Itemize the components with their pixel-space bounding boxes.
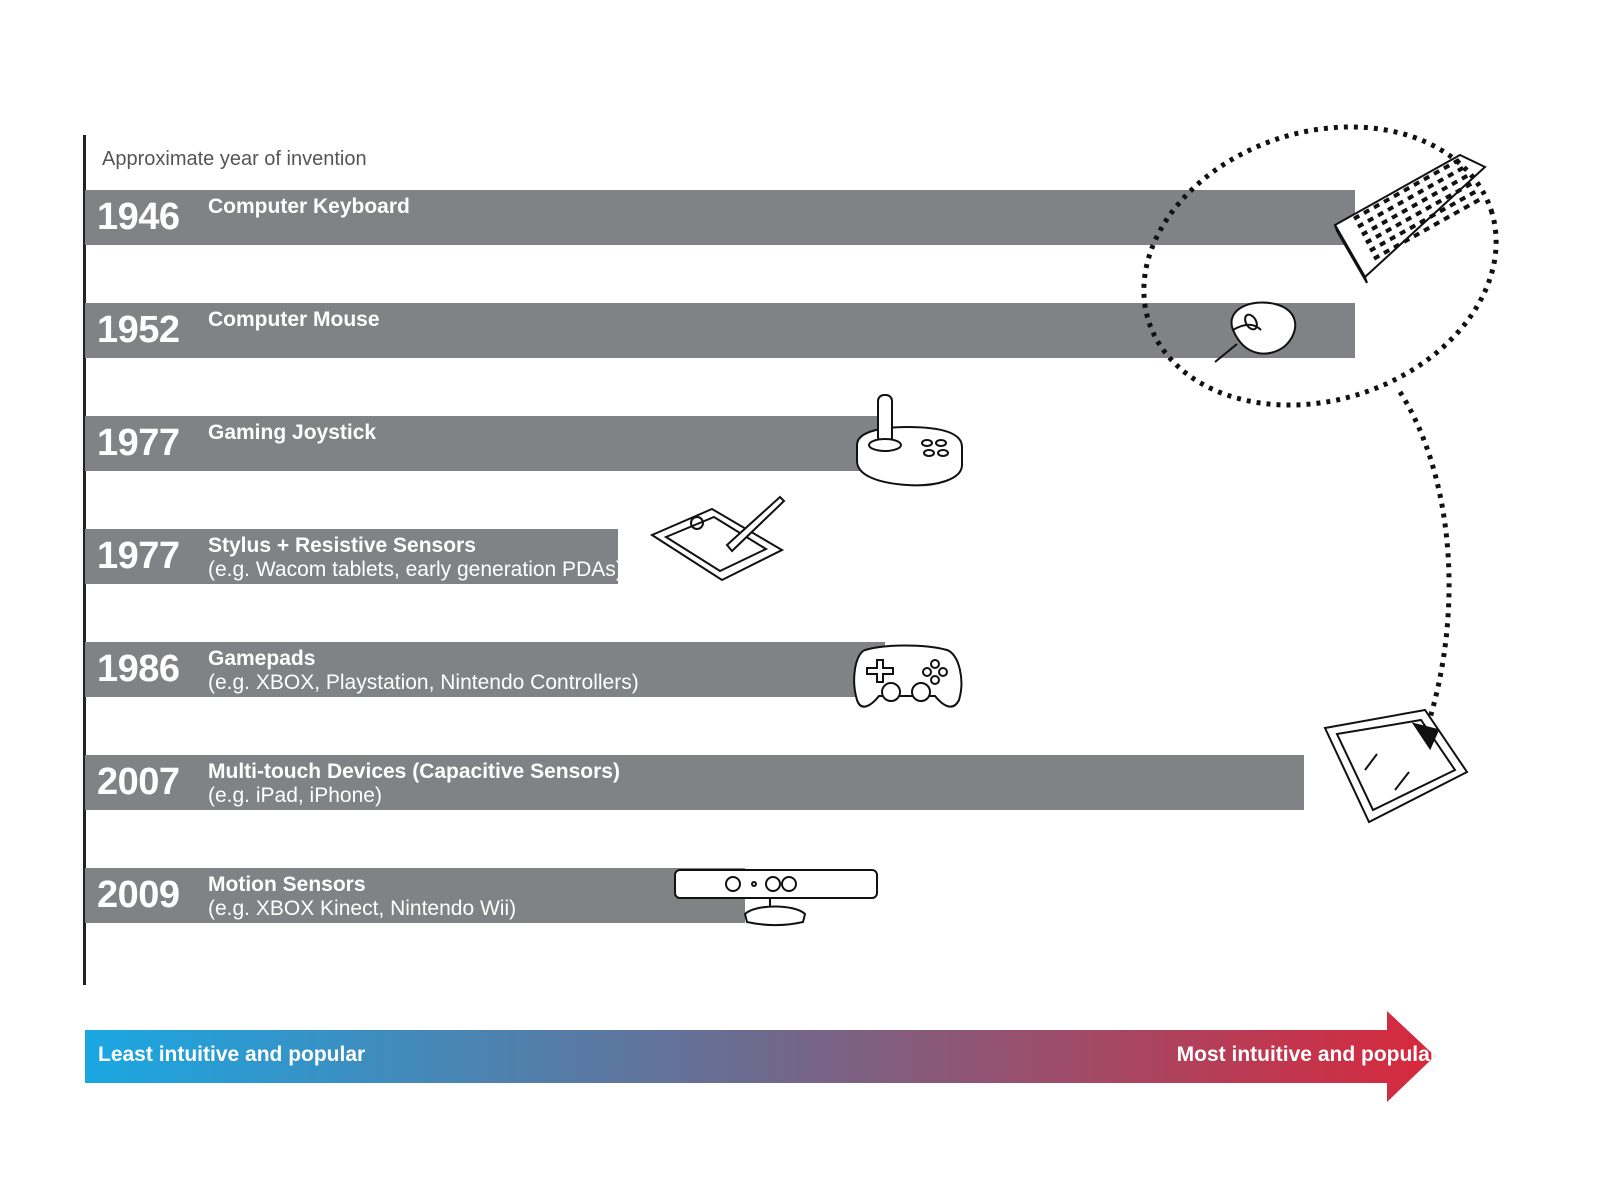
bar-device-examples: (e.g. XBOX Kinect, Nintendo Wii) bbox=[208, 897, 517, 920]
bar-device-examples: (e.g. iPad, iPhone) bbox=[208, 784, 382, 807]
intuitiveness-scale-arrow bbox=[85, 1011, 1435, 1102]
bar-device-name: Gamepads bbox=[208, 647, 316, 670]
bar-year-label: 1986 bbox=[97, 648, 180, 690]
bar-year-label: 2007 bbox=[97, 761, 180, 803]
tablet-icon bbox=[1323, 708, 1469, 824]
highlight-group-outline bbox=[1141, 124, 1499, 408]
bar-6: 2007 Multi-touch Devices (Capacitive Sens… bbox=[85, 755, 1304, 810]
chart-subtitle: Approximate year of invention bbox=[102, 148, 367, 170]
bar-year-label: 2009 bbox=[97, 874, 180, 916]
keyboard-icon bbox=[1333, 153, 1487, 284]
bar-year-label: 1952 bbox=[97, 309, 180, 351]
bar-device-name: Computer Keyboard bbox=[208, 195, 410, 218]
bar-device-name: Gaming Joystick bbox=[208, 421, 377, 444]
bar-device-name: Multi-touch Devices (Capacitive Sensors) bbox=[208, 760, 620, 783]
bar-device-name: Stylus + Resistive Sensors bbox=[208, 534, 476, 557]
bar-year-label: 1977 bbox=[97, 422, 180, 464]
bar-1: 1946 Computer Keyboard bbox=[85, 190, 1355, 245]
bar-7: 2009 Motion Sensors(e.g. XBOX Kinect, Nin… bbox=[85, 868, 745, 923]
scale-max-label: Most intuitive and popular bbox=[1176, 1043, 1438, 1066]
bar-year-label: 1977 bbox=[97, 535, 180, 577]
bar-year-label: 1946 bbox=[97, 196, 180, 238]
stylus-tablet-icon bbox=[649, 495, 786, 582]
bar-device-examples: (e.g. Wacom tablets, early generation PD… bbox=[208, 558, 623, 581]
bar-2: 1952 Computer Mouse bbox=[85, 303, 1355, 358]
bar-device-examples: (e.g. XBOX, Playstation, Nintendo Contro… bbox=[208, 671, 639, 694]
bar-device-name: Computer Mouse bbox=[208, 308, 380, 331]
bar-5: 1986 Gamepads(e.g. XBOX, Playstation, Nin… bbox=[85, 642, 885, 697]
bar-4: 1977 Stylus + Resistive Sensors(e.g. Waco… bbox=[85, 529, 623, 584]
bar-device-name: Motion Sensors bbox=[208, 873, 366, 896]
bar-3: 1977 Gaming Joystick bbox=[85, 416, 885, 471]
timeline-axis bbox=[83, 135, 86, 985]
scale-min-label: Least intuitive and popular bbox=[98, 1043, 366, 1066]
highlight-arrow bbox=[1397, 390, 1452, 751]
